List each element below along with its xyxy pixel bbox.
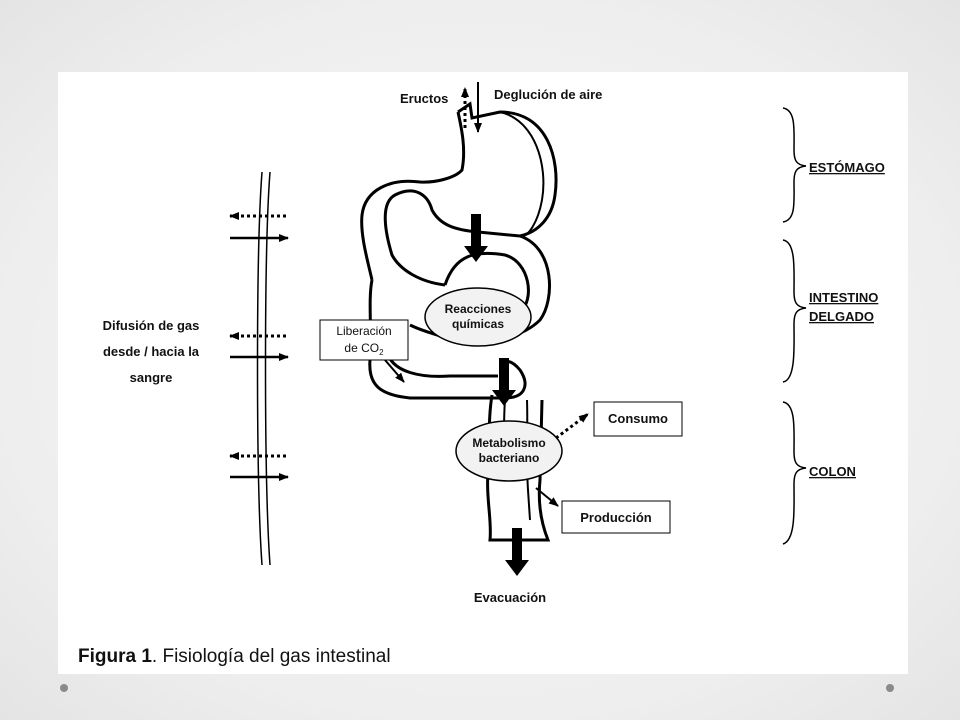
metabolismo-ellipse xyxy=(455,420,563,482)
flow-arrow-intestine xyxy=(492,358,516,406)
blood-vessel-line-1 xyxy=(256,171,263,566)
consumo-label: Consumo xyxy=(608,411,668,426)
metabolismo-label-line1: Metabolismo xyxy=(472,436,545,450)
caption-prefix: Figura 1 xyxy=(78,646,152,667)
evacuacion-label: Evacuación xyxy=(474,590,546,605)
stomach-inner-curve xyxy=(360,111,466,281)
colon-label: COLON xyxy=(809,464,856,479)
blood-vessel-line-2 xyxy=(264,171,271,566)
intestino-brace xyxy=(782,239,807,383)
consumo-box xyxy=(593,401,683,437)
slide-dot-right xyxy=(886,684,894,692)
stomach-outline xyxy=(383,101,558,287)
figure-panel xyxy=(58,72,908,674)
flow-arrow-evacuation xyxy=(505,528,529,576)
liberacion-label-line2: de CO2 xyxy=(344,341,384,357)
produccion-arrow xyxy=(535,487,559,507)
produccion-box xyxy=(561,500,671,534)
difusion-label-line2: desde / hacia la xyxy=(103,344,200,359)
difusion-label-line3: sangre xyxy=(130,370,173,385)
metabolismo-label-line2: bacteriano xyxy=(479,451,540,465)
eructos-label: Eructos xyxy=(400,91,448,106)
caption-text: . Fisiología del gas intestinal xyxy=(151,646,391,667)
flow-arrow-stomach xyxy=(464,214,488,262)
liberacion-box xyxy=(319,319,409,361)
difusion-label-line1: Difusión de gas xyxy=(103,318,200,333)
slide-dot-left xyxy=(60,684,68,692)
produccion-label: Producción xyxy=(580,510,652,525)
intestino-label-line1: INTESTINO xyxy=(809,290,878,305)
reacciones-label-line1: Reacciones xyxy=(445,302,512,316)
co2-release-arrow xyxy=(384,359,405,383)
intestino-label-line2: DELGADO xyxy=(809,309,874,324)
estomago-label: ESTÓMAGO xyxy=(809,160,885,175)
reacciones-ellipse xyxy=(424,287,532,347)
estomago-brace xyxy=(782,107,807,223)
consumo-arrow xyxy=(555,412,589,440)
liberacion-label-line1: Liberación xyxy=(336,324,391,338)
colon-brace xyxy=(782,401,807,545)
reacciones-label-line2: químicas xyxy=(452,317,504,331)
deglucion-label: Deglución de aire xyxy=(494,87,602,102)
figure-caption: Figura 1. Fisiología del gas intestinal xyxy=(78,646,391,668)
stomach-greater-curve xyxy=(499,111,545,238)
